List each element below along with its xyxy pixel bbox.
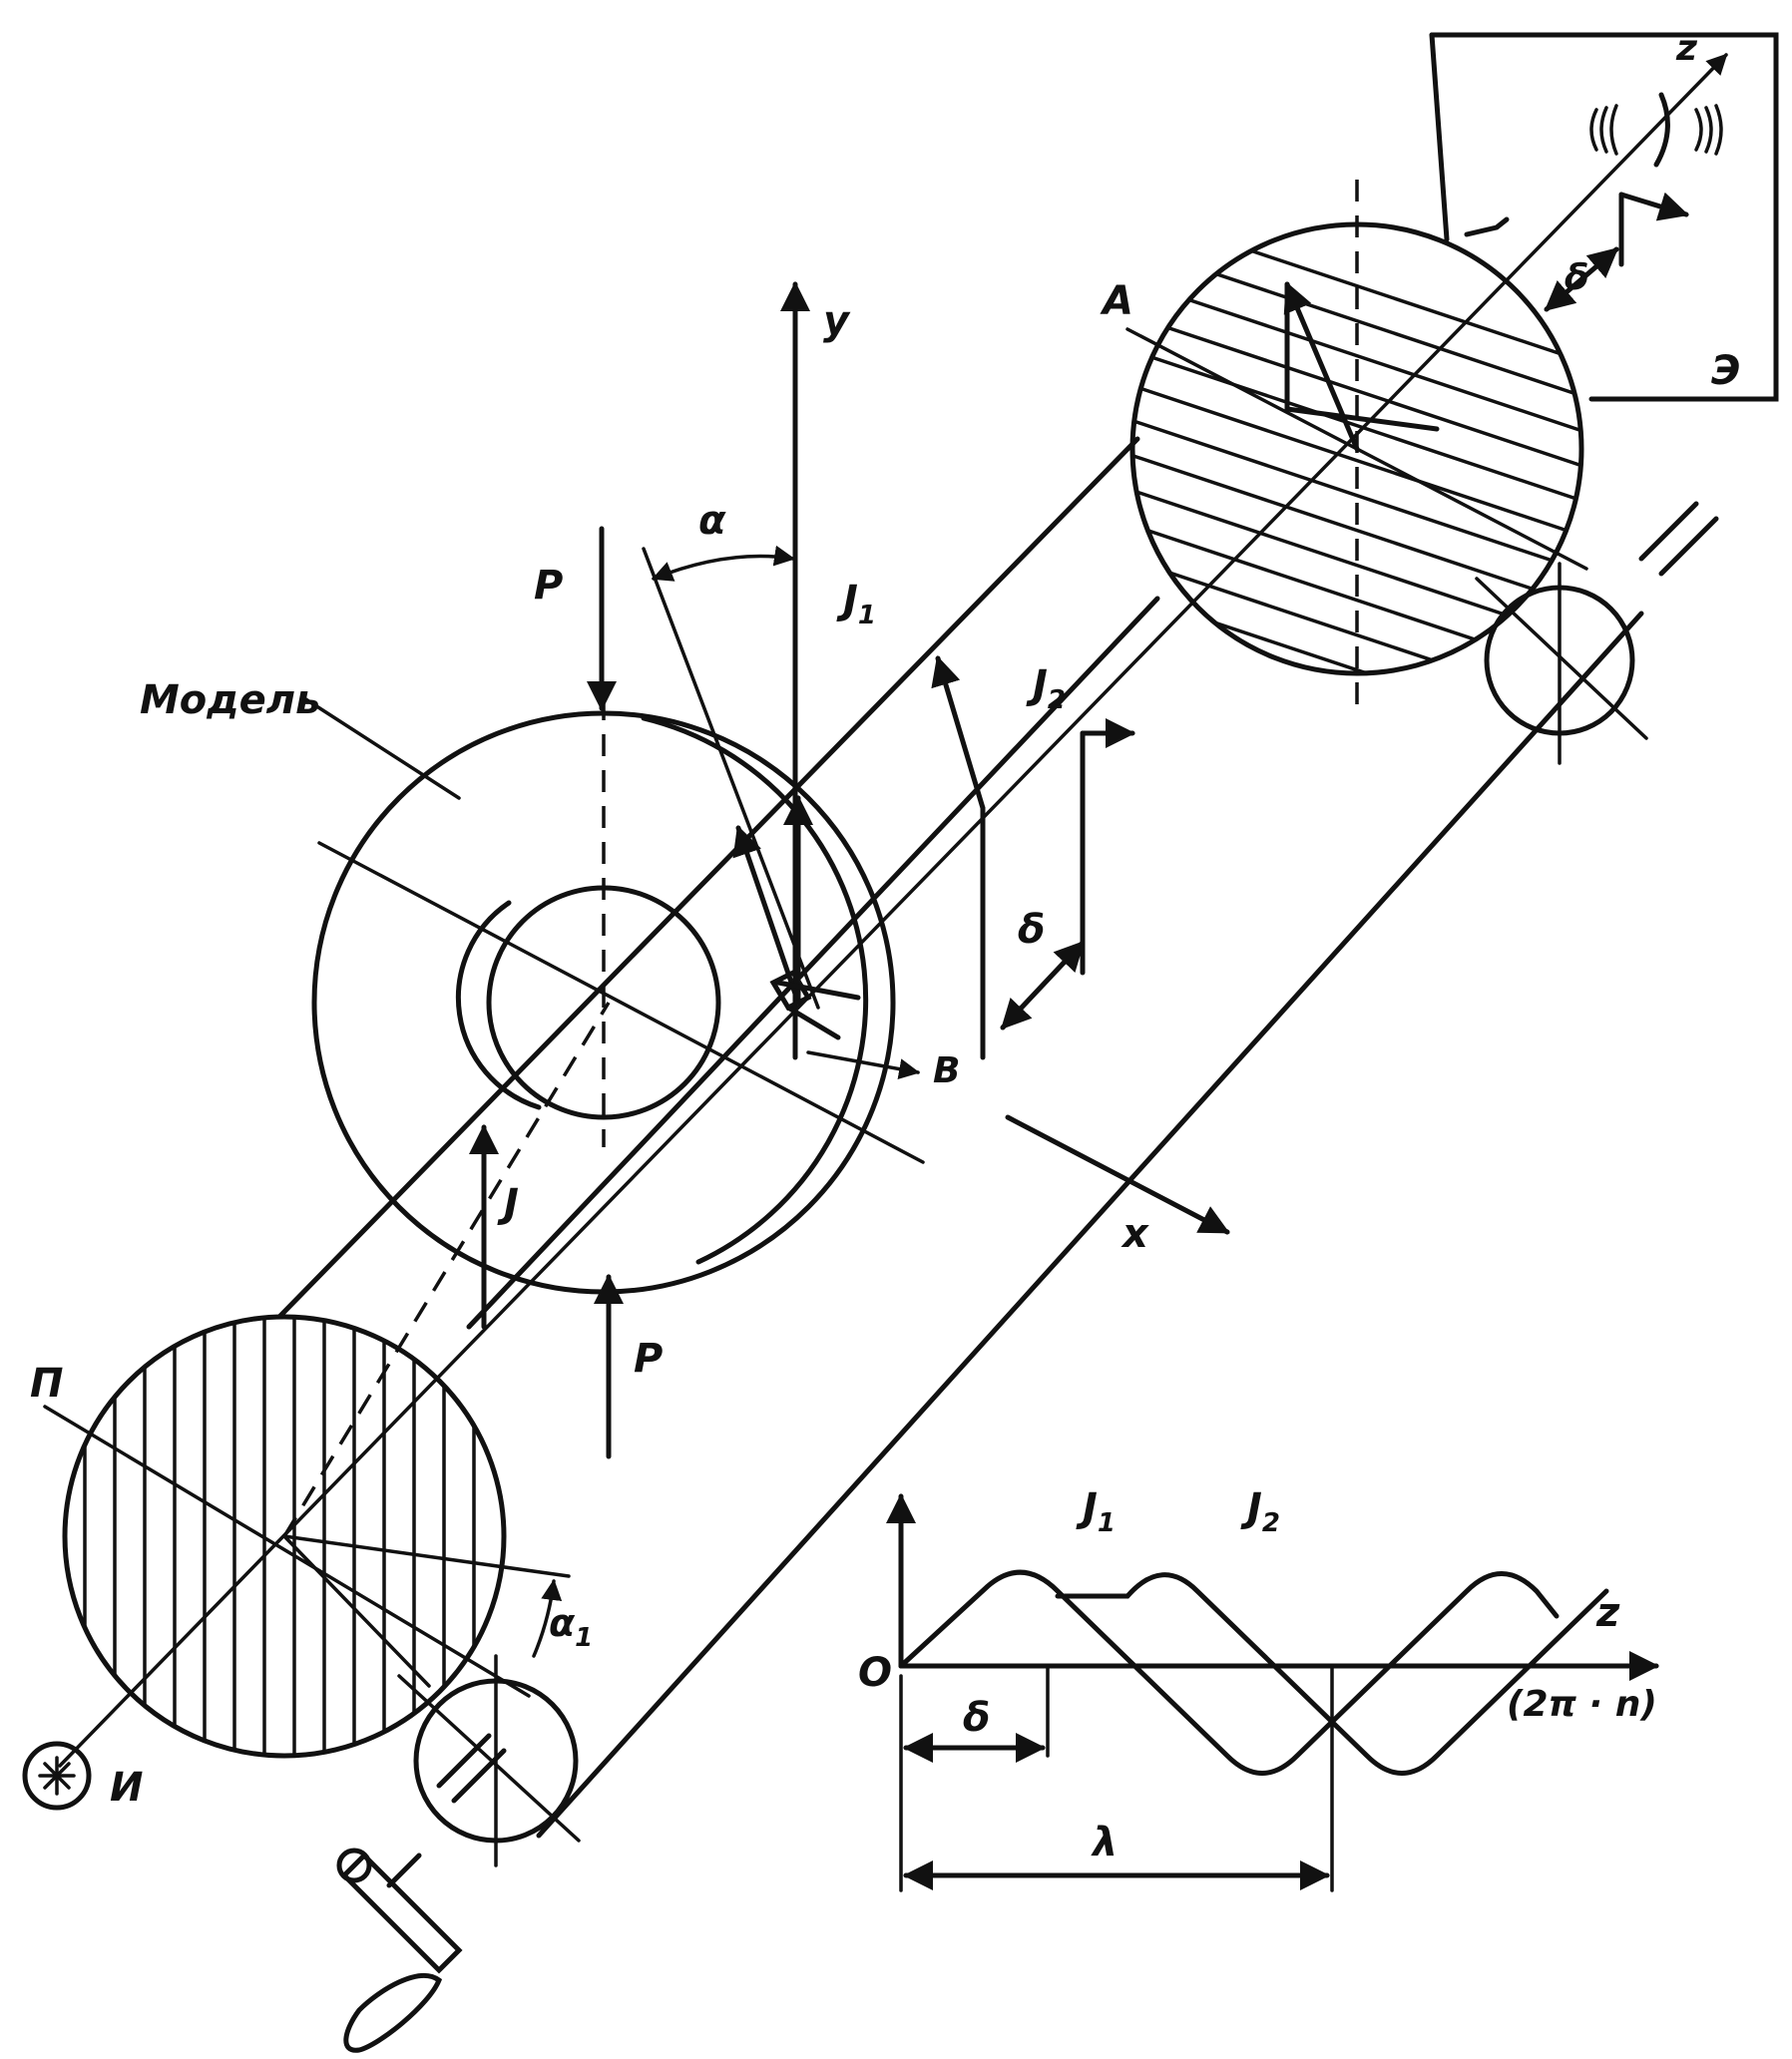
x-axis-line	[1005, 1114, 1230, 1235]
model-label: Модель	[140, 677, 320, 723]
alpha1-arc	[532, 1578, 563, 1658]
graph-axis-label: z	[1595, 1590, 1620, 1636]
graph-delta-label: δ	[963, 1695, 990, 1741]
light-source	[22, 1741, 92, 1811]
delta-mid-label: δ	[1018, 907, 1045, 953]
y-axis-label: y	[823, 298, 851, 344]
graph-axis-units: (2π · n)	[1507, 1684, 1657, 1725]
beam-label: J	[497, 1181, 519, 1227]
graph-curve-j1	[898, 1569, 1560, 1776]
load-label-bottom: P	[634, 1336, 663, 1382]
inset-graph	[886, 1493, 1659, 1892]
upper-gear	[1475, 501, 1719, 765]
z-axis-label: z	[1675, 28, 1698, 69]
optical-axis	[58, 53, 1728, 1768]
graph-curve1-label: J1	[1076, 1485, 1116, 1538]
screen	[1429, 32, 1779, 402]
polarizer-hatching	[83, 1317, 476, 1756]
delta-mid-arrow	[1000, 940, 1086, 1030]
graph-origin-label: O	[858, 1650, 892, 1696]
point-b-label: В	[933, 1050, 960, 1091]
point-b-leader	[806, 1050, 921, 1079]
beam1-label: J1	[836, 578, 876, 630]
alpha1-label: α1	[549, 1601, 593, 1653]
lower-gear	[397, 1654, 581, 1867]
model-vector-decomposition	[732, 795, 861, 1040]
analyzer-label: А	[1100, 278, 1133, 324]
beam-boundaries	[276, 436, 1644, 1839]
alpha-label: α	[698, 498, 726, 544]
beam2-label: J2	[1026, 662, 1066, 715]
crank-handle	[336, 1848, 463, 2053]
polarizer	[43, 1314, 571, 1759]
alpha-arc	[652, 545, 796, 582]
x-axis-label: x	[1120, 1211, 1149, 1257]
polarizer-label: П	[30, 1361, 63, 1407]
screen-label: Э	[1711, 348, 1740, 394]
graph-curve2-label: J2	[1240, 1485, 1280, 1538]
model-leader	[302, 696, 461, 800]
stress-direction-line	[642, 547, 820, 1010]
load-label-top: P	[534, 563, 563, 609]
graph-lambda-label: λ	[1091, 1820, 1118, 1865]
beam1-wave	[931, 655, 986, 1060]
beam2-wave	[1080, 718, 1135, 976]
source-label: И	[110, 1765, 143, 1811]
graph-curve-j2	[1055, 1572, 1609, 1776]
delta-top-label: δ	[1565, 257, 1589, 298]
